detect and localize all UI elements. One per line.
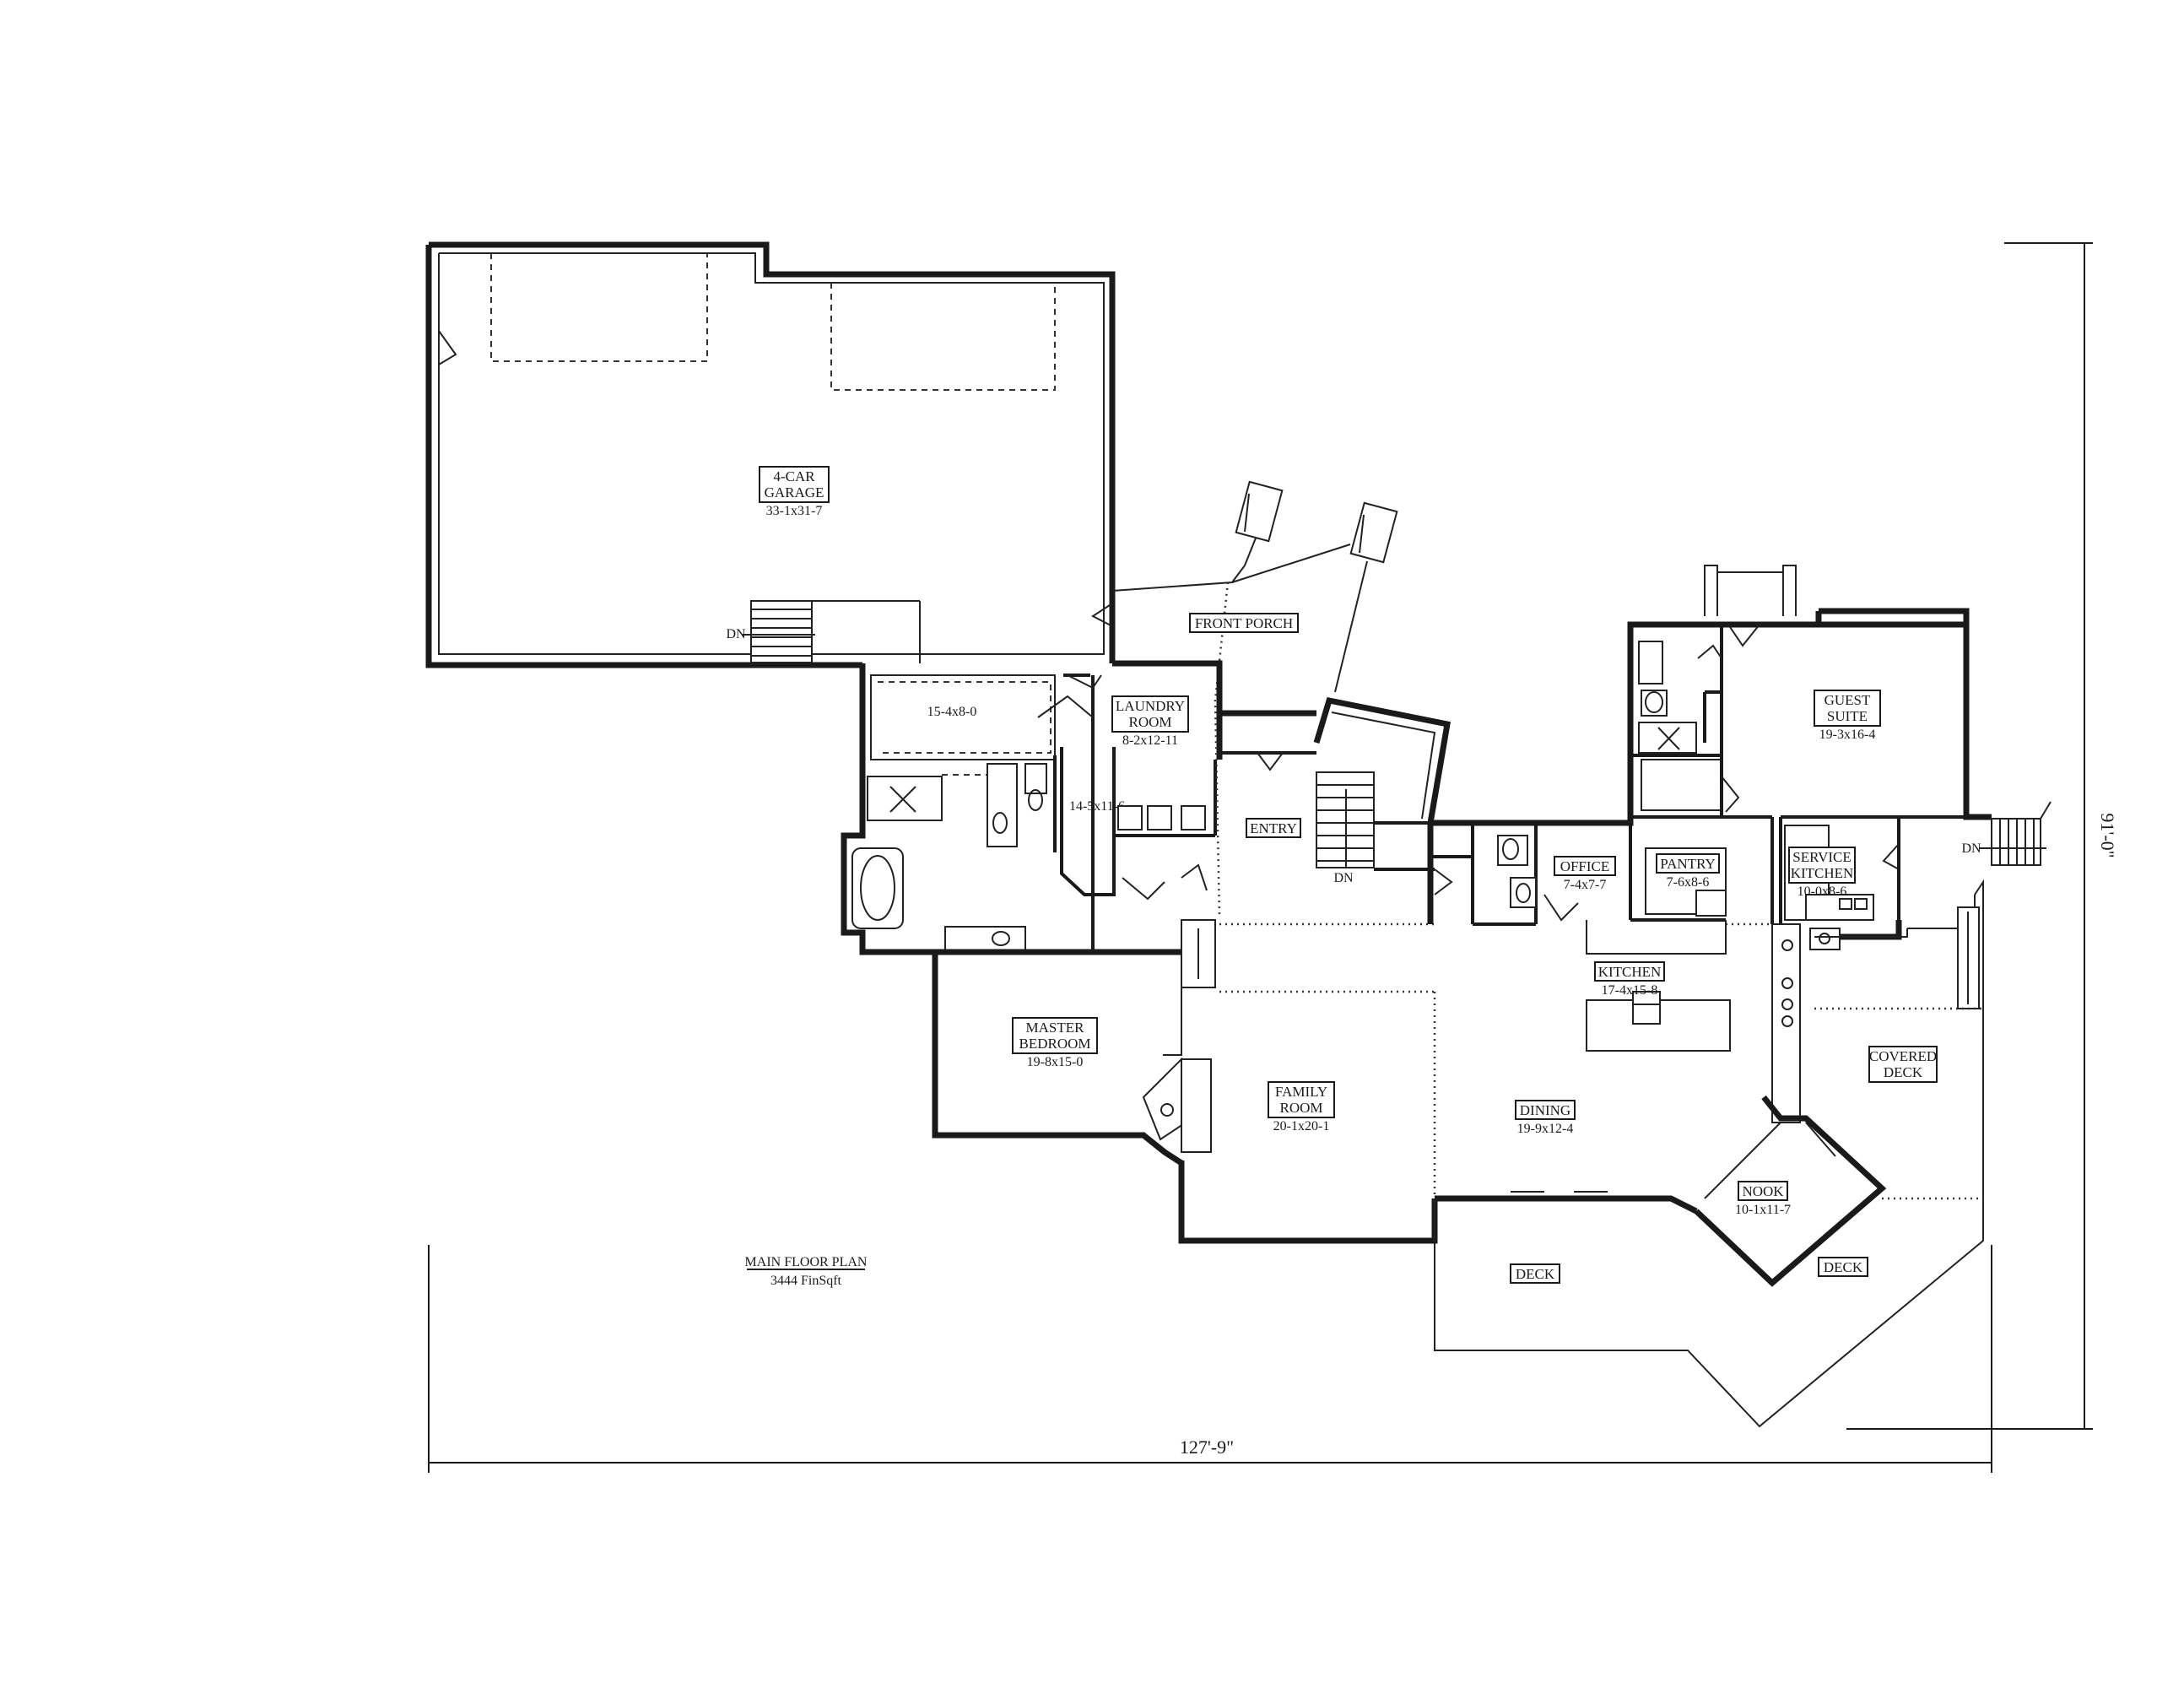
guest-suite-dims: 19-3x16-4: [1819, 728, 1876, 742]
nook-label: NOOK 10-1x11-7: [1735, 1181, 1791, 1217]
office-walls: OFFICE 7-4x7-7: [1427, 621, 1992, 926]
pantry-name: PANTRY: [1660, 856, 1716, 872]
great-room-walls: KITCHEN 17-4x15-8 FAMILY ROOM 20-1x20-1 …: [1178, 919, 1902, 1287]
master-bedroom-name-line2: BEDROOM: [1019, 1036, 1090, 1052]
deck-left-name: DECK: [1516, 1266, 1555, 1282]
family-room-label: FAMILY ROOM 20-1x20-1: [1268, 1081, 1335, 1133]
nook-dims: 10-1x11-7: [1735, 1203, 1791, 1217]
entry-stair: [1316, 771, 1435, 871]
office-dims: 7-4x7-7: [1564, 878, 1607, 892]
laundry-dims: 8-2x12-11: [1122, 733, 1178, 748]
garage-stair: [743, 600, 921, 663]
covered-deck-name-line1: COVERED: [1869, 1048, 1937, 1064]
office-name: OFFICE: [1560, 858, 1610, 874]
dining-label: DINING 19-9x12-4: [1515, 1100, 1576, 1136]
plan-title: MAIN FLOOR PLAN 3444 FinSqft: [745, 1255, 868, 1288]
laundry-name-line1: LAUNDRY: [1116, 698, 1185, 714]
entry-walls: DN FRONT PORCH ENTRY: [1111, 480, 1451, 926]
service-kitchen-dims: 10-0x8-6: [1797, 885, 1847, 899]
service-kitchen-name-line1: SERVICE: [1792, 849, 1851, 865]
entry-name: ENTRY: [1250, 820, 1297, 836]
laundry-label: LAUNDRY ROOM 8-2x12-11: [1111, 695, 1189, 748]
covered-deck-label: COVERED DECK: [1868, 1046, 1938, 1083]
guest-suite-label: GUEST SUITE 19-3x16-4: [1814, 690, 1881, 742]
laundry-name-line2: ROOM: [1128, 714, 1171, 730]
family-room-dims: 20-1x20-1: [1273, 1119, 1330, 1133]
dimension-lines: 127'-9" 91'-0": [428, 242, 2118, 1473]
garage-name-line2: GARAGE: [765, 484, 824, 500]
kitchen-name: KITCHEN: [1598, 964, 1662, 980]
decks: COVERED DECK DECK DECK: [1434, 879, 1984, 1428]
front-porch-name: FRONT PORCH: [1195, 615, 1293, 631]
service-kitchen-name-line2: KITCHEN: [1791, 865, 1854, 881]
laundry-walls: LAUNDRY ROOM 8-2x12-11: [1037, 660, 1223, 901]
garage-stair-dn-label: DN: [726, 627, 746, 641]
kitchen-label: KITCHEN 17-4x15-8: [1594, 961, 1665, 998]
garage-dims: 33-1x31-7: [766, 504, 823, 518]
pantry-label: PANTRY 7-6x8-6: [1656, 853, 1720, 890]
garage-label: 4-CAR GARAGE 33-1x31-7: [759, 466, 830, 518]
kitchen-dims: 17-4x15-8: [1602, 983, 1658, 998]
master-bedroom-dims: 19-8x15-0: [1027, 1055, 1084, 1069]
master-bath-dims: 15-4x8-0: [927, 705, 977, 719]
dining-name: DINING: [1520, 1102, 1570, 1118]
width-dimension: 127'-9": [1180, 1436, 1234, 1458]
master-bedroom-label: MASTER BEDROOM 19-8x15-0: [1012, 1017, 1098, 1069]
covered-deck-name-line2: DECK: [1884, 1064, 1923, 1080]
plan-title-line1: MAIN FLOOR PLAN: [745, 1255, 868, 1269]
guest-suite-name-line1: GUEST: [1825, 692, 1871, 708]
nook-name: NOOK: [1742, 1183, 1784, 1199]
pantry-dims: 7-6x8-6: [1667, 875, 1710, 890]
front-porch-label: FRONT PORCH: [1189, 613, 1299, 633]
side-stair-dn-label: DN: [1961, 841, 1981, 856]
deck-right-name: DECK: [1824, 1259, 1863, 1275]
master-wing-walls: 15-4x8-0 14-5x11-6: [841, 665, 1185, 1241]
side-stair: [1979, 801, 2052, 866]
closet-dims: 14-5x11-6: [1069, 799, 1125, 814]
deck-right-label: DECK: [1818, 1257, 1868, 1277]
entry-label: ENTRY: [1246, 818, 1301, 838]
entry-stair-dn-label: DN: [1333, 871, 1354, 885]
service-kitchen-label: SERVICE KITCHEN 10-0x8-6: [1788, 847, 1856, 899]
office-label: OFFICE 7-4x7-7: [1554, 856, 1616, 892]
plan-title-line2: 3444 FinSqft: [770, 1274, 842, 1288]
depth-dimension: 91'-0": [2097, 813, 2118, 858]
garage-walls: DN 4-CAR GARAGE 33-1x31-7: [425, 241, 1116, 668]
garage-name-line1: 4-CAR: [773, 468, 815, 484]
master-bedroom-walls: MASTER BEDROOM 19-8x15-0: [935, 949, 1212, 1153]
guest-wing-walls: PANTRY 7-6x8-6 SERVICE KITCHEN 10-0x8-6 …: [1630, 565, 2052, 924]
master-bedroom-name-line1: MASTER: [1026, 1020, 1085, 1036]
deck-left-label: DECK: [1510, 1263, 1560, 1284]
family-room-name-line2: ROOM: [1279, 1100, 1322, 1116]
guest-suite-name-line2: SUITE: [1827, 708, 1868, 724]
family-room-name-line1: FAMILY: [1275, 1084, 1327, 1100]
dining-dims: 19-9x12-4: [1517, 1122, 1574, 1136]
